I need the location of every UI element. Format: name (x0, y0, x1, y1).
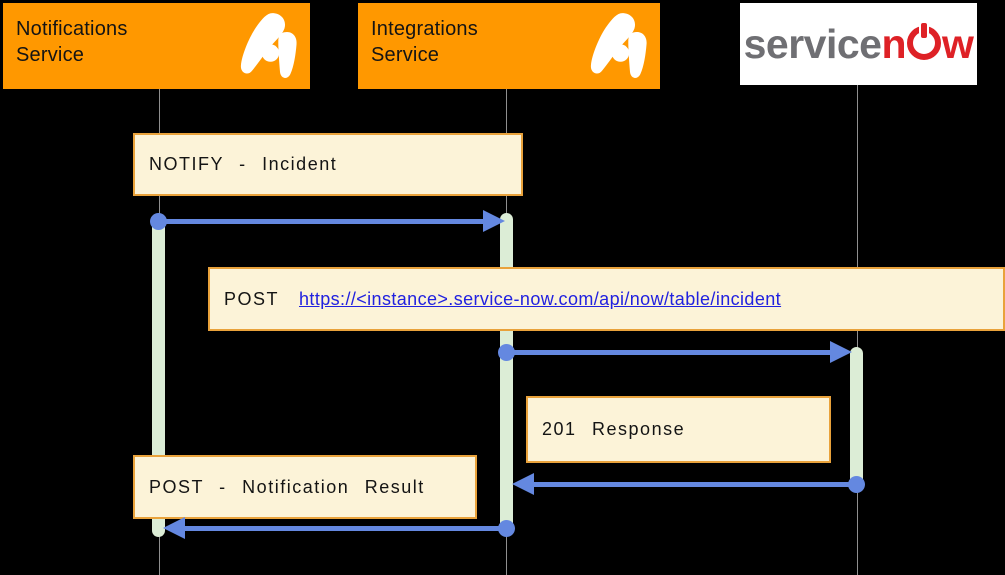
participant-label-line2: Service (371, 44, 440, 66)
teardrop-a-logo-icon (590, 13, 647, 78)
message-label-post-url: POST https://<instance>.service-now.com/… (208, 267, 1005, 331)
participant-label: Notifications Service (16, 16, 128, 68)
participant-label-line1: Notifications (16, 18, 128, 40)
http-method-text: POST (224, 288, 280, 309)
servicenow-logo-n: n (881, 20, 906, 67)
message-label-post-notification-result: POST - Notification Result (133, 455, 477, 519)
arrowhead-right-icon (483, 210, 505, 232)
participant-label-line2: Service (16, 44, 85, 66)
message-arrow-post (507, 350, 831, 355)
arrowhead-left-icon (512, 473, 534, 495)
servicenow-logo-service-text: service (743, 20, 882, 67)
message-label-201-response: 201 Response (526, 396, 831, 463)
activation-bar-servicenow (850, 347, 863, 490)
message-arrow-201-response (532, 482, 857, 487)
message-origin-dot (150, 213, 167, 230)
message-text: 201 Response (542, 419, 686, 439)
service-now-api-link[interactable]: https://<instance>.service-now.com/api/n… (299, 288, 782, 309)
message-text: NOTIFY - Incident (149, 154, 338, 174)
power-button-o-icon (907, 25, 941, 60)
teardrop-a-logo-icon (240, 13, 297, 78)
message-origin-dot (498, 344, 515, 361)
participant-label-line1: Integrations (371, 18, 478, 40)
message-arrow-notify (159, 219, 485, 224)
message-label-notify-incident: NOTIFY - Incident (133, 133, 523, 196)
arrowhead-left-icon (163, 517, 185, 539)
participant-integrations-service: Integrations Service (358, 3, 660, 89)
participant-notifications-service: Notifications Service (3, 3, 310, 89)
message-arrow-notification-result (185, 526, 507, 531)
servicenow-logo-w: w (942, 20, 974, 67)
arrowhead-right-icon (830, 341, 852, 363)
participant-label: Integrations Service (371, 16, 478, 68)
message-text: POST - Notification Result (149, 476, 425, 497)
